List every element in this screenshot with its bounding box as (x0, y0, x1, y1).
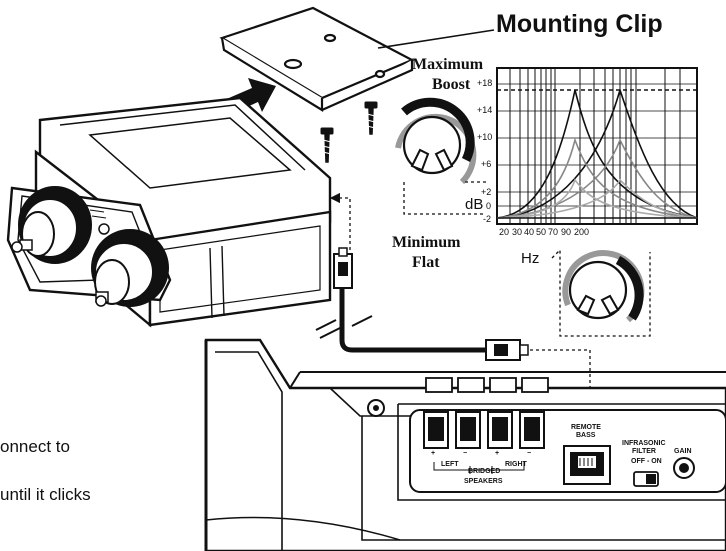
graph-y-tick: +6 (481, 159, 492, 169)
graph-x-tick: 50 (536, 227, 547, 237)
clip-leader-line (377, 29, 495, 49)
speaker-bridged-label: BRIDGED (468, 468, 501, 475)
instruction-line-2: until it clicks (0, 485, 91, 504)
boost-knob-bottom-label-1: Minimum (392, 234, 461, 251)
graph-x-tick: 20 (499, 227, 510, 237)
speaker-polarity-minus: − (463, 450, 468, 457)
remote-bass-label-1: REMOTE (571, 424, 601, 431)
graph-x-tick: 90 (561, 227, 572, 237)
mounting-clip-title: Mounting Clip (496, 10, 663, 38)
gain-knob (673, 457, 695, 479)
boost-knob-unit: dB (465, 196, 484, 213)
boost-knob-top-label-2: Boost (432, 76, 471, 93)
remote-bass-label-2: BASS (576, 432, 596, 439)
remote-bass-jack (563, 445, 611, 485)
amp-leader-line (530, 349, 596, 426)
infrasonic-switch (633, 471, 659, 487)
mounting-clip-plate (219, 6, 415, 112)
infrasonic-label-1: INFRASONIC (622, 440, 666, 447)
controller-knob-right (91, 229, 169, 307)
controller-led-icon (89, 209, 110, 235)
frequency-knob-unit: Hz (521, 250, 540, 267)
controller-knob-left (11, 186, 92, 264)
infrasonic-label-3: OFF - ON (631, 458, 662, 465)
screw-icon (320, 127, 334, 163)
speaker-polarity-plus: + (495, 450, 500, 457)
graph-x-tick: 70 (548, 227, 559, 237)
graph-x-tick: 30 (512, 227, 523, 237)
infrasonic-label-2: FILTER (632, 448, 656, 455)
amp-mount-screw-icon (367, 399, 385, 417)
frequency-knob-detail (551, 248, 651, 337)
boost-knob-bottom-label-2: Flat (412, 254, 440, 271)
speaker-left-label: LEFT (441, 461, 459, 468)
speaker-polarity-minus: − (527, 450, 532, 457)
speaker-polarity-plus: + (431, 450, 436, 457)
boost-knob-detail (395, 97, 486, 215)
graph-y-tick: 0 (486, 201, 492, 211)
graph-y-tick: -2 (483, 214, 492, 224)
graph-y-tick: +18 (477, 78, 493, 88)
instruction-line-1: onnect to (0, 437, 70, 456)
graph-y-tick: +2 (481, 187, 492, 197)
graph-y-tick: +14 (477, 105, 493, 115)
graph-y-tick: +10 (477, 132, 493, 142)
graph-x-tick: 200 (574, 227, 590, 237)
graph-x-tick: 40 (524, 227, 535, 237)
remote-cable (315, 247, 529, 361)
speakers-label: SPEAKERS (464, 478, 503, 485)
gain-label: GAIN (674, 448, 692, 455)
speaker-right-label: RIGHT (505, 461, 527, 468)
boost-knob-top-label-1: Maximum (412, 56, 484, 73)
connector-leader-line (329, 192, 351, 250)
speaker-terminals (423, 411, 545, 474)
screw-icon (364, 101, 378, 135)
frequency-graph (496, 67, 698, 225)
